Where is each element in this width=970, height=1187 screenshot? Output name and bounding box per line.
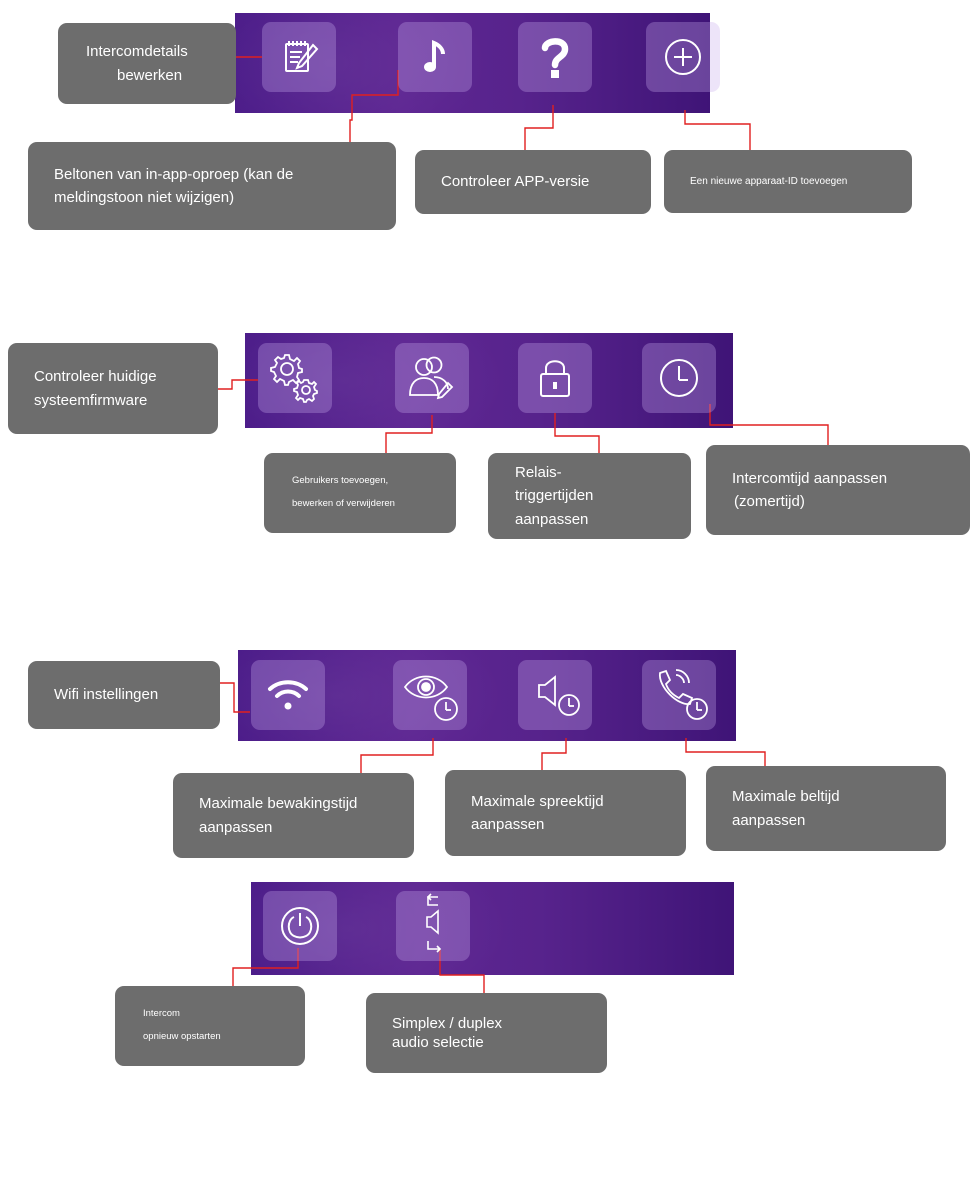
connector-talk [541, 738, 567, 770]
callout-restart: Intercom opnieuw opstarten [115, 986, 305, 1066]
callout-ring: Maximale beltijd aanpassen [706, 766, 946, 851]
callout-monitor: Maximale bewakingstijd aanpassen [173, 773, 414, 858]
question-mark-icon [541, 38, 569, 78]
callout-add-device: Een nieuwe apparaat-ID toevoegen [664, 150, 912, 213]
add-device-button[interactable] [646, 22, 720, 92]
padlock-icon [540, 360, 570, 397]
callout-users: Gebruikers toevoegen, bewerken of verwij… [264, 453, 456, 533]
relay-button[interactable] [518, 343, 592, 413]
callout-talk: Maximale spreektijd aanpassen [445, 770, 686, 856]
callout-edit-details: Intercomdetails bewerken [58, 23, 236, 104]
wifi-icon [268, 680, 308, 710]
music-note-icon [424, 40, 445, 72]
app-version-button[interactable] [518, 22, 592, 92]
eye-clock-icon [403, 675, 458, 721]
monitor-button[interactable] [393, 660, 467, 730]
edit-details-button[interactable] [262, 22, 336, 92]
callout-firmware: Controleer huidige systeemfirmware [8, 343, 218, 434]
connector-ring [685, 738, 766, 768]
clock-icon [660, 359, 698, 397]
toolbar-row-3 [238, 650, 736, 741]
plus-circle-icon [665, 39, 701, 75]
firmware-button[interactable] [258, 343, 332, 413]
wifi-button[interactable] [251, 660, 325, 730]
ringtones-button[interactable] [398, 22, 472, 92]
users-edit-icon [409, 356, 454, 400]
ring-button[interactable] [642, 660, 716, 730]
speaker-clock-icon [538, 675, 580, 716]
gears-icon [270, 354, 318, 403]
users-button[interactable] [395, 343, 469, 413]
connector-monitor [360, 738, 434, 773]
speaker-arrows-icon [426, 893, 442, 953]
time-button[interactable] [642, 343, 716, 413]
connector-add-device [684, 110, 751, 150]
toolbar-row-4 [251, 882, 734, 975]
callout-app-version: Controleer APP-versie [415, 150, 651, 214]
callout-ringtones: Beltonen van in-app-oproep (kan de meldi… [28, 142, 396, 230]
phone-ring-clock-icon [659, 669, 708, 720]
callout-time: Intercomtijd aanpassen (zomertijd) [706, 445, 970, 535]
callout-relay: Relais- triggertijden aanpassen [488, 453, 691, 539]
talk-button[interactable] [518, 660, 592, 730]
power-icon [281, 907, 319, 945]
callout-audio: Simplex / duplex audio selectie [366, 993, 607, 1073]
audio-mode-button[interactable] [396, 891, 470, 961]
callout-wifi: Wifi instellingen [28, 661, 220, 729]
restart-button[interactable] [263, 891, 337, 961]
notepad-pencil-icon [285, 41, 319, 72]
